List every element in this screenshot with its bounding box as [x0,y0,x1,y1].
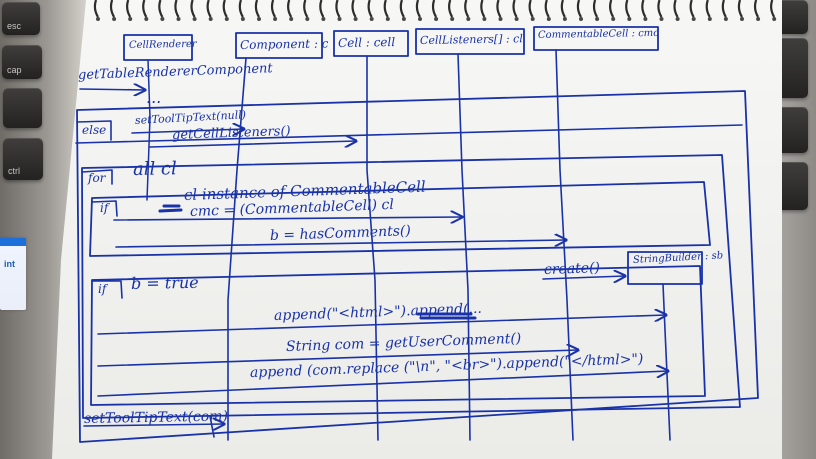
participant-label-cellrenderer: CellRenderer [128,38,197,51]
sticker-brand-text: int [4,259,15,269]
participant-label-celllisteners: CellListeners[] : cl [419,32,523,47]
keyboard-key-esc: esc [2,2,40,35]
keyboard-key-cap: cap [2,45,42,79]
frame-label-if2: if [98,282,107,296]
keyboard-key [3,88,42,128]
message-label-getcelllisteners: getCellListeners() [171,123,291,143]
sticker-intel: int [0,238,26,310]
key-label-cap: cap [7,65,22,75]
message-label-create: create() [543,260,601,278]
sticker-stripe [0,238,26,246]
frame-label-else: else [82,123,107,137]
frame-label-for: for [88,171,106,185]
keyboard-key-ctrl: ctrl [3,138,43,180]
message-label-settooltip-com: setToolTipText(com) [83,408,229,427]
participant-label-component: Component : c [239,36,329,52]
key-label-esc: esc [7,21,22,31]
frame-guard-if2: b = true [130,272,199,293]
frame-label-if1: if [100,201,109,215]
frame-guard-for: all cl [132,158,177,180]
message-label-ellipsis: ... [146,88,162,107]
participant-label-commentablecell: CommentableCell : cmc [537,27,659,41]
key-label-ctrl: ctrl [8,166,20,176]
participant-label-cell: Cell : cell [337,35,396,50]
